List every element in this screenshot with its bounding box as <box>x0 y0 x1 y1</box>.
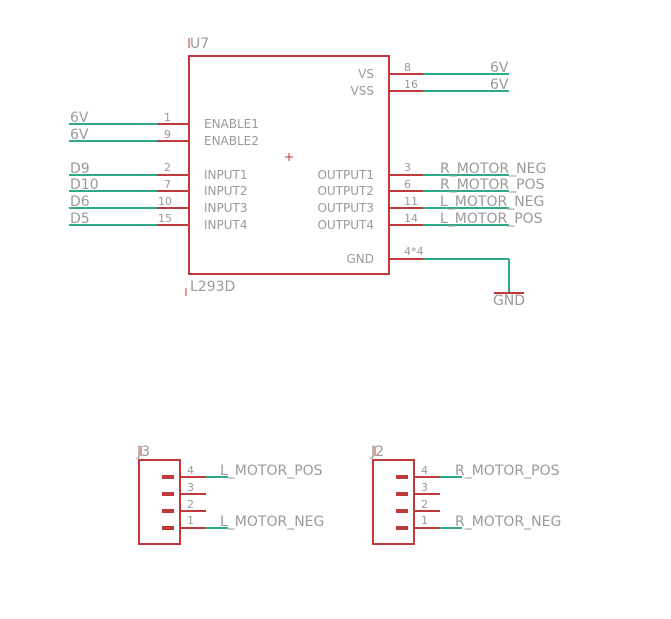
u7-pin-6-num: 6 <box>404 178 411 191</box>
u7-body <box>188 55 390 275</box>
u7-pin-15-num: 15 <box>158 212 172 225</box>
u7-pin-15-name: INPUT4 <box>204 218 248 232</box>
u7-pin-10-name: INPUT3 <box>204 201 248 215</box>
j2-pin-3-contact <box>396 492 408 496</box>
u7-value-label: L293D <box>190 279 235 295</box>
u7-pin-11-num: 11 <box>404 195 418 208</box>
j3-pin-1-contact <box>162 526 174 530</box>
j3-ref-label: J3 <box>136 444 150 460</box>
net-label-j3-pin-1: L_MOTOR_NEG <box>220 514 324 530</box>
net-label-vs: 6V <box>490 60 509 76</box>
u7-pin-3-num: 3 <box>404 161 411 174</box>
u7-pin-9-num: 9 <box>164 128 171 141</box>
j3-pin-2-num: 2 <box>187 498 194 511</box>
j3-body <box>138 459 181 545</box>
j3-component[interactable]: J3 4 L_MOTOR_POS 3 2 1 L_MOTOR_NEG <box>136 444 324 545</box>
u7-pin-11-name: OUTPUT3 <box>317 201 374 215</box>
gnd-symbol-label: GND <box>493 293 525 309</box>
j2-pin-2-contact <box>396 509 408 513</box>
net-label-output3: L_MOTOR_NEG <box>440 194 544 210</box>
j2-ref-label: J2 <box>370 444 384 460</box>
j2-pin-3-num: 3 <box>421 481 428 494</box>
u7-pin-1-num: 1 <box>164 111 171 124</box>
j2-pin-1-num: 1 <box>421 514 428 527</box>
u7-pin-7-num: 7 <box>164 178 171 191</box>
net-label-j2-pin-4: R_MOTOR_POS <box>455 463 560 479</box>
net-label-input4: D5 <box>70 211 90 227</box>
j3-pin-3-num: 3 <box>187 481 194 494</box>
net-label-output4: L_MOTOR_POS <box>440 211 543 227</box>
net-label-j3-pin-4: L_MOTOR_POS <box>220 463 323 479</box>
u7-component[interactable]: U7 L293D 1 ENABLE1 6V 9 ENABLE2 6V 2 INP… <box>69 36 546 309</box>
u7-pin-9-name: ENABLE2 <box>204 134 259 148</box>
j2-body <box>372 459 415 545</box>
u7-ref-label: U7 <box>190 36 209 52</box>
u7-pin-7-name: INPUT2 <box>204 184 248 198</box>
u7-pin-gnd-name: GND <box>346 252 374 266</box>
net-label-input3: D6 <box>70 194 90 210</box>
u7-pin-14-name: OUTPUT4 <box>317 218 374 232</box>
j3-pin-1-num: 1 <box>187 514 194 527</box>
net-label-input1: D9 <box>70 161 90 177</box>
u7-pin-8-num: 8 <box>404 61 411 74</box>
net-label-vss: 6V <box>490 77 509 93</box>
net-label-output2: R_MOTOR_POS <box>440 177 545 193</box>
j3-pin-4-num: 4 <box>187 464 194 477</box>
u7-pin-6-name: OUTPUT2 <box>317 184 374 198</box>
j2-component[interactable]: J2 4 R_MOTOR_POS 3 2 1 R_MOTOR_NEG <box>370 444 561 545</box>
u7-pin-10-num: 10 <box>158 195 172 208</box>
u7-pin-gnd-num: 4*4 <box>404 245 424 258</box>
u7-pin-2-num: 2 <box>164 161 171 174</box>
net-label-enable1: 6V <box>70 110 89 126</box>
j3-pin-2-contact <box>162 509 174 513</box>
net-label-input2: D10 <box>70 177 99 193</box>
u7-pin-8-name: VS <box>358 67 374 81</box>
net-label-j2-pin-1: R_MOTOR_NEG <box>455 514 561 530</box>
net-label-enable2: 6V <box>70 127 89 143</box>
j3-pin-3-contact <box>162 492 174 496</box>
u7-pin-16-name: VSS <box>351 84 374 98</box>
j2-pin-4-num: 4 <box>421 464 428 477</box>
u7-pin-1-name: ENABLE1 <box>204 117 259 131</box>
u7-pin-3-name: OUTPUT1 <box>317 168 374 182</box>
j3-pin-4-contact <box>162 475 174 479</box>
j2-pin-2-num: 2 <box>421 498 428 511</box>
j2-pin-1-contact <box>396 526 408 530</box>
j2-pin-4-contact <box>396 475 408 479</box>
u7-pin-2-name: INPUT1 <box>204 168 248 182</box>
u7-pin-16-num: 16 <box>404 78 418 91</box>
net-label-output1: R_MOTOR_NEG <box>440 161 546 177</box>
u7-pin-14-num: 14 <box>404 212 418 225</box>
